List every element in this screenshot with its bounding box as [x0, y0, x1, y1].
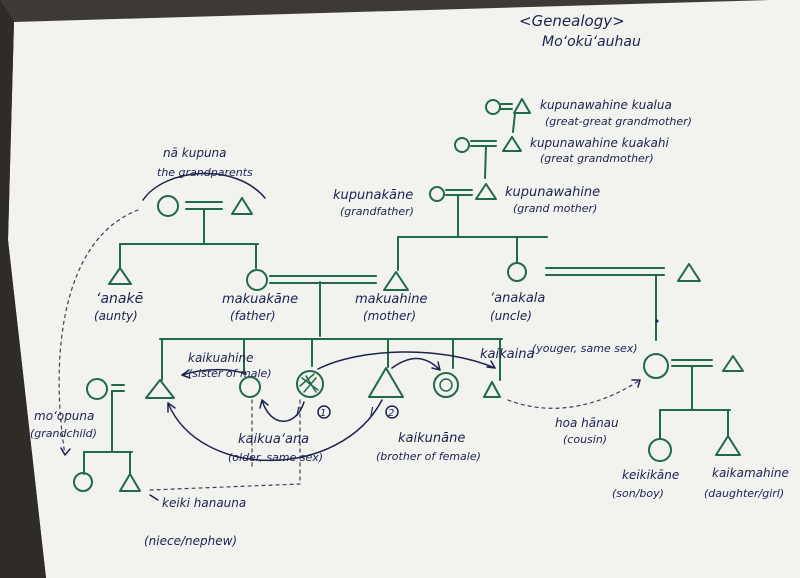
- label-grandchild: (grandchild): [30, 427, 97, 440]
- father-symbol: [246, 269, 268, 291]
- male-symbol: [475, 183, 497, 200]
- grandchild-male-symbol: [119, 473, 141, 492]
- label-anakala: ʻanakala: [490, 291, 545, 306]
- cousin-spouse-symbol: [722, 355, 744, 372]
- label-great-grandmother: (great grandmother): [540, 152, 654, 165]
- label-kaikuahine: kaikuahine: [188, 351, 253, 365]
- label-aunty: (aunty): [94, 309, 138, 323]
- cousin-symbol: [643, 353, 669, 379]
- label-mother: (mother): [363, 309, 416, 323]
- great-great-grandparents: [485, 98, 531, 133]
- great-grandparents: [454, 136, 522, 179]
- label-uncle: (uncle): [490, 309, 532, 323]
- paper-shadow: [0, 0, 46, 578]
- marker-2: 2: [388, 408, 394, 419]
- maternal-grandparents: [397, 183, 548, 271]
- marker-self-2: I: [370, 405, 374, 419]
- page-subtitle: Moʻokūʻauhau: [542, 34, 641, 50]
- label-keiki-hanauna: keiki hanauna: [162, 496, 246, 510]
- label-na-kupuna: nā kupuna: [163, 146, 227, 160]
- self-male-symbol: [368, 367, 404, 398]
- sister-symbol: [145, 379, 175, 399]
- female-symbol: [429, 186, 445, 202]
- arrow-brother: [391, 357, 441, 371]
- label-anake: ʻanakē: [96, 291, 143, 307]
- label-makuahine: makuahine: [355, 292, 427, 307]
- male-symbol: [502, 136, 522, 152]
- marker-self-1: I: [296, 405, 300, 419]
- label-kaikuaana: kaikuaʻana: [238, 432, 309, 447]
- female-symbol: [157, 195, 179, 217]
- uncle-symbol: [507, 262, 527, 282]
- label-cousin: (cousin): [563, 433, 607, 446]
- label-daughter-girl: (daughter/girl): [704, 487, 784, 500]
- male-symbol: [231, 197, 253, 215]
- dash-cousin: [507, 379, 641, 409]
- male-symbol: [513, 98, 531, 114]
- label-kupunawahine: kupunawahine: [505, 185, 600, 200]
- aunty-symbol: [108, 267, 132, 285]
- label-kupunawahine-kuakahi: kupunawahine kuakahi: [530, 136, 669, 150]
- older-sibling-symbol: [239, 376, 261, 398]
- female-symbol: [485, 99, 501, 115]
- label-kupunakane: kupunakāne: [333, 188, 413, 203]
- label-son-boy: (son/boy): [612, 487, 664, 500]
- label-mopuna: moʻopuna: [34, 409, 94, 423]
- dash-grandchild: [58, 209, 139, 456]
- younger-sibling-symbol: [483, 381, 501, 398]
- label-kaikamahine: kaikamahine: [712, 466, 789, 480]
- label-grand-mother: (grand mother): [513, 202, 597, 215]
- arrow-older: [261, 399, 305, 422]
- label-the-grandparents: the grandparents: [157, 166, 253, 179]
- self-female-symbol: [296, 370, 324, 398]
- label-niece-nephew: (niece/nephew): [144, 534, 237, 548]
- female-symbol: [86, 378, 108, 400]
- grandparents-arc: [142, 172, 266, 201]
- label-makuakane: makuakāne: [222, 292, 298, 307]
- label-great-great-grandmother: (great-great grandmother): [545, 115, 692, 128]
- arrow-younger: [317, 351, 496, 370]
- grandchild-symbol: [73, 472, 93, 492]
- mother-symbol: [383, 271, 409, 291]
- label-kupunawahine-kualua: kupunawahine kualua: [540, 98, 672, 112]
- label-hoa-hanau: hoa hānau: [555, 416, 619, 430]
- label-kaikunane: kaikunāne: [398, 431, 465, 446]
- label-father: (father): [230, 309, 276, 323]
- paternal-grandparents: [119, 195, 259, 269]
- brother-symbol: [433, 372, 459, 398]
- uncle-spouse-symbol: [677, 263, 701, 282]
- label-keikikane: keikikāne: [622, 468, 679, 482]
- label-brother-of-female: (brother of female): [376, 450, 481, 463]
- aunty-family: [73, 378, 141, 492]
- son-symbol: [648, 438, 672, 462]
- arrow-sister: [181, 368, 247, 376]
- label-sister-of-male: (sister of male): [188, 367, 272, 380]
- label-older-same-sex: (older, same sex): [228, 451, 323, 464]
- marker-1: 1: [320, 408, 326, 419]
- arrow-nephew: [167, 399, 383, 462]
- label-kaikaina: kaikaina: [480, 347, 534, 362]
- daughter-symbol: [715, 435, 741, 456]
- page-title: <Genealogy>: [519, 12, 625, 30]
- dash-niece-nephew: [149, 399, 301, 491]
- label-younger-same-sex: (youger, same sex): [532, 342, 638, 355]
- female-symbol: [454, 137, 470, 153]
- label-grandfather: (grandfather): [340, 205, 414, 218]
- cousin-family: [643, 353, 744, 462]
